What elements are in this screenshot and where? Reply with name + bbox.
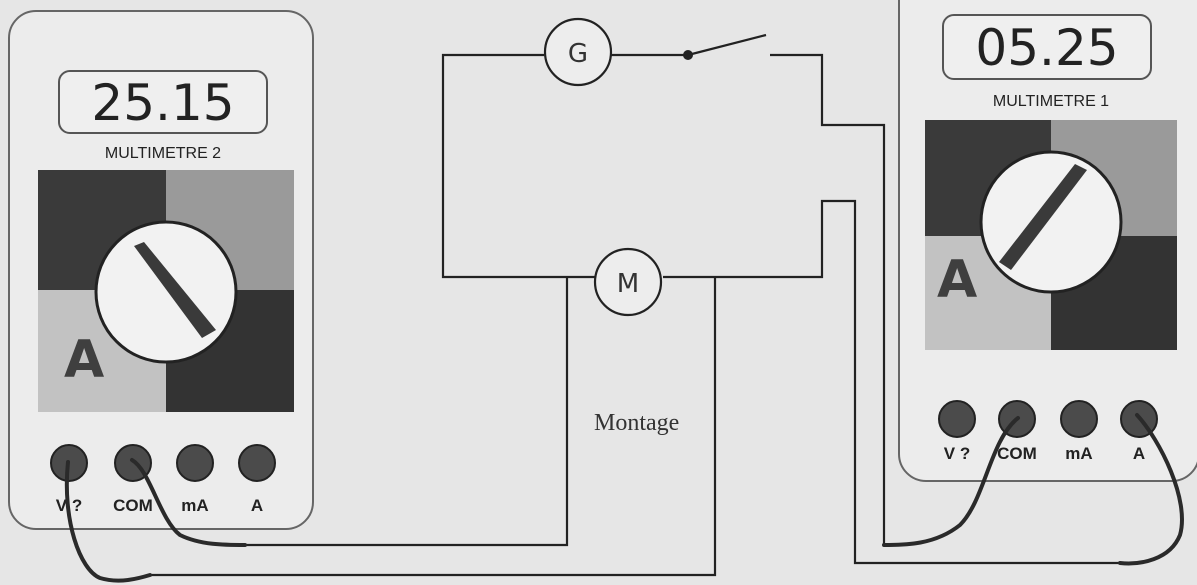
generator-symbol: [543, 17, 613, 87]
meter-1-display: 05.25: [942, 14, 1152, 80]
meter-1-label-v: V ?: [943, 444, 971, 463]
meter-2-display: 25.15: [58, 70, 268, 134]
meter-1-terminal-com[interactable]: [998, 400, 1036, 438]
meter-1-terminal-a[interactable]: [1120, 400, 1158, 438]
meter-2-range-letter: A: [64, 330, 105, 390]
motor-symbol: [593, 247, 663, 317]
dial-pointer-icon: [999, 164, 1087, 270]
meter-2-terminal-a[interactable]: [238, 444, 276, 482]
switch-pivot: [683, 50, 693, 60]
meter-2-label-a: A: [250, 496, 264, 515]
meter-2-terminal-com[interactable]: [114, 444, 152, 482]
multimeter-1: 05.25 MULTIMETRE 1 A V ? COM mA A: [898, 0, 1197, 482]
meter-2-dial-panel: A: [38, 170, 294, 412]
meter-1-label-ma: mA: [1065, 444, 1093, 463]
meter-1-range-letter: A: [937, 250, 978, 310]
meter-1-label-a: A: [1132, 444, 1146, 463]
meter-2-label-v: V ?: [55, 496, 83, 515]
meter-2-terminal-v[interactable]: [50, 444, 88, 482]
meter-1-dial-panel: A: [925, 120, 1177, 350]
meter-2-dial-knob[interactable]: [38, 170, 294, 412]
meter-1-terminal-ma[interactable]: [1060, 400, 1098, 438]
meter-2-name: MULTIMETRE 2: [104, 145, 222, 162]
diagram-caption: Montage: [594, 410, 680, 436]
meter-2-label-ma: mA: [181, 496, 209, 515]
meter-1-dial-knob[interactable]: [925, 120, 1177, 350]
meter-1-terminal-v[interactable]: [938, 400, 976, 438]
generator-label: G: [568, 39, 588, 69]
multimeter-2: 25.15 MULTIMETRE 2 A V ? COM mA A: [8, 10, 314, 530]
dial-pointer-icon: [134, 242, 216, 338]
meter-2-label-com: COM: [113, 496, 153, 515]
meter-1-name: MULTIMETRE 1: [992, 93, 1110, 110]
circuit-wires: [150, 33, 1120, 577]
meter-1-label-com: COM: [997, 444, 1037, 463]
motor-label: M: [617, 269, 639, 299]
meter-2-terminal-ma[interactable]: [176, 444, 214, 482]
